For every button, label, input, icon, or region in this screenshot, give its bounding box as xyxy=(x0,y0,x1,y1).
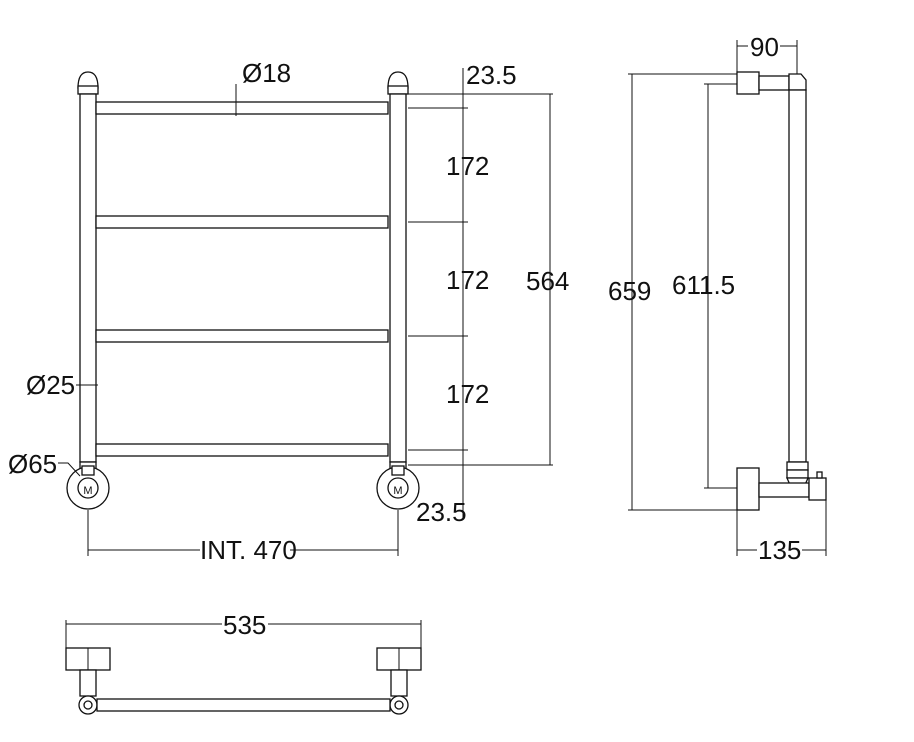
side-post-collar-1 xyxy=(786,461,809,471)
left-bracket-inner xyxy=(77,477,99,499)
top-left-post-hole xyxy=(83,700,93,710)
right-post-cap xyxy=(387,71,409,89)
bar-2 xyxy=(95,215,389,229)
side-post-collar-2 xyxy=(786,469,809,479)
bar-3 xyxy=(95,329,389,343)
front-view: M M Ø18 Ø25 Ø65 23.5 172 xyxy=(8,58,569,565)
overall-height-label: 659 xyxy=(608,276,651,306)
right-bracket-inner xyxy=(387,477,409,499)
right-bracket-logo: M xyxy=(393,485,402,497)
left-post-collar xyxy=(77,85,99,95)
right-bracket-neck xyxy=(391,465,405,476)
post-height-label: 611.5 xyxy=(672,270,735,300)
side-bottom-arm xyxy=(758,482,810,498)
spacing-3-label: 172 xyxy=(446,379,489,409)
post-diameter-label: Ø25 xyxy=(26,370,75,400)
left-post-cap xyxy=(77,71,99,89)
spacing-dimension-chain xyxy=(408,68,553,518)
side-bottom-bracket xyxy=(736,467,760,511)
side-top-bracket xyxy=(736,71,760,95)
top-view: 535 xyxy=(65,610,422,715)
top-right-post-hole xyxy=(394,700,404,710)
left-bracket-logo: M xyxy=(83,485,92,497)
base-depth-label: 135 xyxy=(758,535,801,565)
left-post xyxy=(77,71,99,471)
left-wall-bracket: M xyxy=(66,465,110,510)
bottom-offset-label: 23.5 xyxy=(416,497,467,527)
top-bar xyxy=(96,698,391,712)
bar-span-label: 564 xyxy=(526,266,569,296)
right-post-tube xyxy=(389,93,407,463)
interior-width-label: INT. 470 xyxy=(200,535,297,565)
side-bottom-cap xyxy=(808,477,827,501)
top-left-post xyxy=(79,669,97,697)
left-post-tube xyxy=(79,93,97,463)
spacing-2-label: 172 xyxy=(446,265,489,295)
side-post-tube xyxy=(788,89,807,463)
right-post xyxy=(387,71,409,471)
side-top-arm xyxy=(758,75,790,91)
side-bottom-pin xyxy=(816,471,823,479)
base-diameter-leader xyxy=(58,462,81,477)
rail-diameter-label: Ø18 xyxy=(242,58,291,88)
right-wall-bracket: M xyxy=(376,465,420,510)
base-diameter-label: Ø65 xyxy=(8,449,57,479)
top-right-post xyxy=(390,669,408,697)
right-post-collar xyxy=(387,85,409,95)
left-bracket-neck xyxy=(81,465,95,476)
overall-width-label: 535 xyxy=(223,610,266,640)
side-view: 659 611.5 90 135 xyxy=(608,32,827,565)
top-depth-label: 90 xyxy=(750,32,779,62)
side-top-elbow xyxy=(788,73,807,91)
bar-4 xyxy=(95,443,389,457)
spacing-1-label: 172 xyxy=(446,151,489,181)
top-offset-label: 23.5 xyxy=(466,60,517,90)
bar-1 xyxy=(95,101,389,115)
